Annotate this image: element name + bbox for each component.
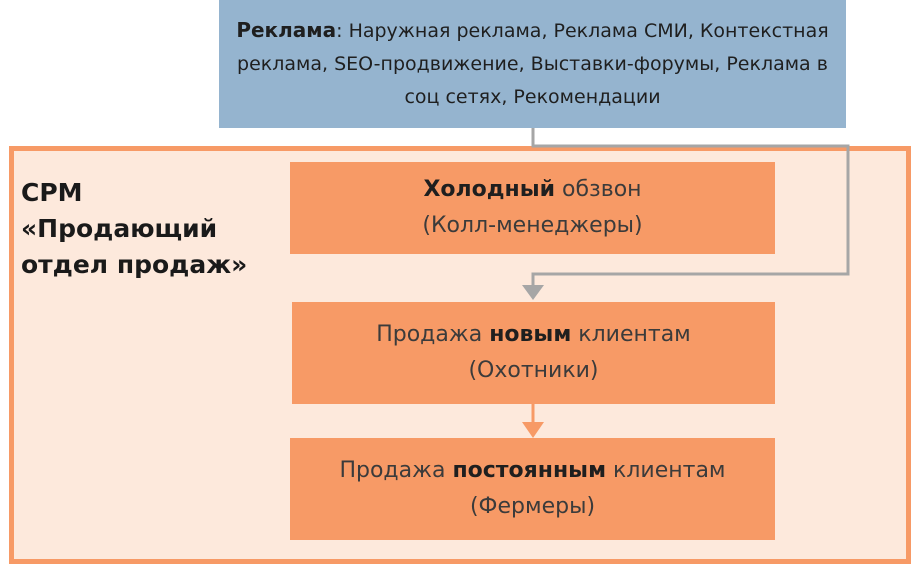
- department-title: CPM «Продающий отдел продаж»: [21, 175, 281, 283]
- department-title-line-3: отдел продаж»: [21, 250, 248, 279]
- stage-new-clients-title: Продажа новым клиентам: [376, 322, 691, 347]
- stage-regular-clients: Продажа постоянным клиентам (Фермеры): [290, 438, 775, 540]
- advertising-label: Реклама: [236, 18, 337, 42]
- stage-cold-calling-role: (Колл-менеджеры): [422, 213, 643, 238]
- department-title-line-2: «Продающий: [21, 214, 218, 243]
- advertising-separator: :: [336, 20, 343, 42]
- stage-new-clients-role: (Охотники): [468, 358, 599, 383]
- stage-regular-clients-role: (Фермеры): [469, 494, 596, 519]
- gray-connector-line: [531, 128, 850, 290]
- gray-arrow-head: [522, 285, 544, 300]
- department-title-line-1: CPM: [21, 178, 83, 207]
- orange-arrow-head: [522, 422, 544, 438]
- advertising-channels: Наружная реклама, Реклама СМИ, Контекстн…: [237, 20, 829, 108]
- stage-cold-calling: Холодный обзвон (Колл-менеджеры): [290, 162, 775, 254]
- stage-new-clients: Продажа новым клиентам (Охотники): [292, 302, 775, 404]
- stage-regular-clients-title: Продажа постоянным клиентам: [339, 458, 726, 483]
- advertising-text: Реклама: Наружная реклама, Реклама СМИ, …: [229, 14, 836, 114]
- advertising-box: Реклама: Наружная реклама, Реклама СМИ, …: [219, 0, 846, 128]
- stage-cold-calling-title: Холодный обзвон: [423, 177, 642, 202]
